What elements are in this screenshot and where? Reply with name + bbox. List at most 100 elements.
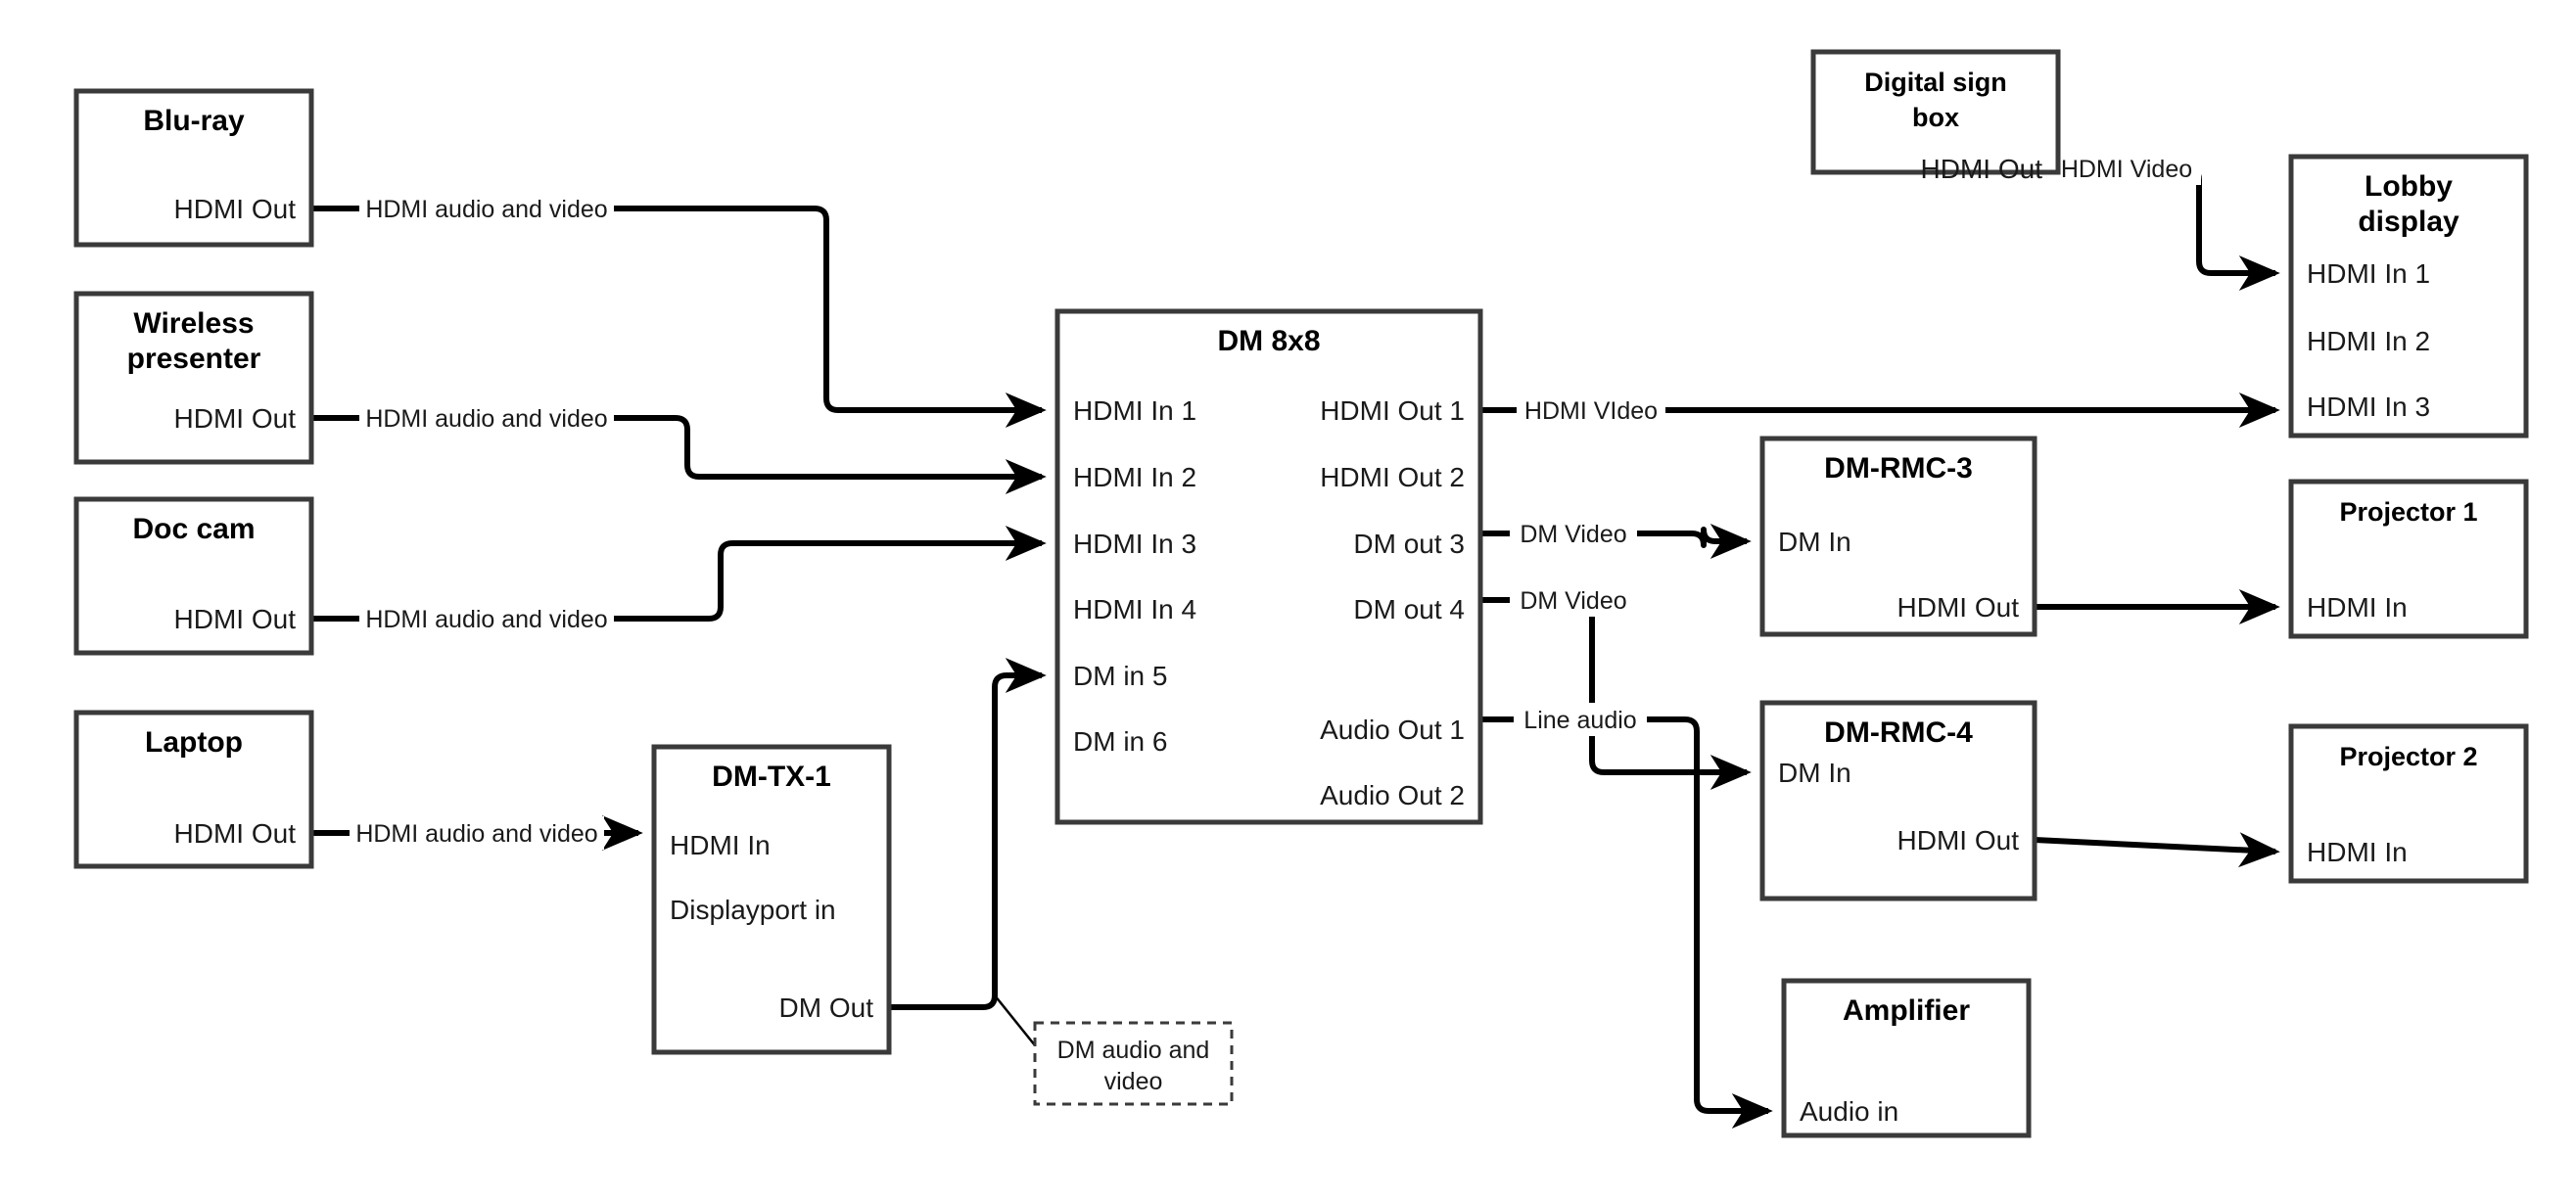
connection-line xyxy=(994,994,1036,1046)
port-label-hdmi-out[interactable]: HDMI Out xyxy=(174,403,297,434)
connection-line xyxy=(1480,716,1773,1129)
device-box[interactable] xyxy=(1759,436,2037,637)
port-label-hdmi-in-1[interactable]: HDMI In 1 xyxy=(2307,258,2430,289)
device-projector-2[interactable]: Projector 2 HDMI In xyxy=(2288,723,2529,884)
device-title: box xyxy=(1912,103,1959,132)
connection-label-backdrop xyxy=(359,401,614,435)
port-label-dm-out-4[interactable]: DM out 4 xyxy=(1353,594,1465,624)
device-box[interactable] xyxy=(73,88,314,248)
note-text-line: DM audio and xyxy=(1057,1037,1210,1064)
port-label-hdmi-out-2[interactable]: HDMI Out 2 xyxy=(1320,462,1465,492)
device-title: Amplifier xyxy=(1843,994,1970,1027)
connection-label-backdrop xyxy=(2052,152,2201,185)
port-label-dm-out[interactable]: DM Out xyxy=(779,993,874,1023)
connection-dm8x8-audio1-to-amp: Line audio xyxy=(1480,703,1773,1129)
device-title: DM-RMC-3 xyxy=(1824,452,1973,485)
connection-label-hdmi-video: HDMI Video xyxy=(2061,156,2192,183)
connection-line xyxy=(889,657,1047,1010)
device-box[interactable] xyxy=(2288,154,2529,439)
device-box[interactable] xyxy=(1781,978,2032,1138)
note-text-line: video xyxy=(1104,1068,1163,1095)
port-label-hdmi-in-2[interactable]: HDMI In 2 xyxy=(1073,462,1196,492)
connection-line xyxy=(311,525,1047,622)
connection-label-backdrop xyxy=(1517,393,1665,427)
port-label-hdmi-out[interactable]: HDMI Out xyxy=(1921,154,2043,184)
port-label-hdmi-out[interactable]: HDMI Out xyxy=(174,818,297,849)
port-label-hdmi-out-1[interactable]: HDMI Out 1 xyxy=(1320,395,1465,426)
device-box[interactable] xyxy=(651,744,892,1055)
port-label-hdmi-in-2[interactable]: HDMI In 2 xyxy=(2307,326,2430,356)
port-label-hdmi-out[interactable]: HDMI Out xyxy=(174,194,297,224)
device-box[interactable] xyxy=(2288,723,2529,884)
port-label-hdmi-in-3[interactable]: HDMI In 3 xyxy=(1073,529,1196,559)
port-label-audio-in[interactable]: Audio in xyxy=(1800,1096,1898,1127)
device-box[interactable] xyxy=(73,496,314,656)
device-title: DM-TX-1 xyxy=(712,761,831,793)
connection-dm-note-leader xyxy=(994,994,1036,1046)
device-box[interactable] xyxy=(73,291,314,465)
connection-rmc4-to-projector2 xyxy=(2034,832,2280,868)
port-label-dm-in[interactable]: DM In xyxy=(1778,758,1851,788)
connection-wireless-to-dm-in2: HDMI audio and video xyxy=(311,401,1047,494)
connection-sign-to-lobby-in1: HDMI Video xyxy=(2052,152,2280,291)
device-title: Lobby xyxy=(2365,170,2453,203)
port-label-audio-out-2[interactable]: Audio Out 2 xyxy=(1320,780,1465,810)
connection-line xyxy=(1480,523,1752,559)
connection-label-hdmi-audio-and-video: HDMI audio and video xyxy=(365,606,607,633)
connection-line xyxy=(311,415,1047,494)
connection-line xyxy=(2034,832,2280,868)
device-box[interactable] xyxy=(1054,308,1483,825)
connection-doccam-to-dm-in3: HDMI audio and video xyxy=(311,525,1047,635)
connection-label-backdrop xyxy=(1510,517,1637,550)
device-box[interactable] xyxy=(2288,479,2529,639)
device-box[interactable] xyxy=(73,710,314,869)
connection-label-hdmi-audio-and-video: HDMI audio and video xyxy=(355,820,597,848)
connection-label-backdrop xyxy=(359,192,614,225)
port-label-hdmi-out[interactable]: HDMI Out xyxy=(1897,825,2020,855)
device-dm-note[interactable]: DM audio and video xyxy=(1033,1021,1234,1106)
port-label-dm-in-5[interactable]: DM in 5 xyxy=(1073,661,1167,691)
device-box[interactable] xyxy=(1810,49,2061,175)
device-title: Laptop xyxy=(145,726,243,759)
port-label-hdmi-in-1[interactable]: HDMI In 1 xyxy=(1073,395,1196,426)
device-title: presenter xyxy=(127,343,261,375)
port-label-dm-in-6[interactable]: DM in 6 xyxy=(1073,726,1167,757)
device-title: Blu-ray xyxy=(143,105,245,137)
port-label-audio-out-1[interactable]: Audio Out 1 xyxy=(1320,715,1465,745)
device-dm-rmc-3[interactable]: DM-RMC-3 DM In HDMI Out xyxy=(1759,436,2037,637)
device-title: Projector 2 xyxy=(2339,742,2477,771)
port-label-hdmi-in[interactable]: HDMI In xyxy=(670,830,771,860)
connection-label-dm-video: DM Video xyxy=(1520,521,1626,548)
device-title: Doc cam xyxy=(132,513,255,545)
port-label-hdmi-in[interactable]: HDMI In xyxy=(2307,592,2408,623)
port-label-hdmi-in[interactable]: HDMI In xyxy=(2307,837,2408,867)
connection-bluray-to-dm-in1: HDMI audio and video xyxy=(311,192,1047,428)
port-label-displayport-in[interactable]: Displayport in xyxy=(670,895,836,925)
note-box[interactable] xyxy=(1033,1021,1234,1106)
port-label-dm-out-3[interactable]: DM out 3 xyxy=(1353,529,1465,559)
port-label-hdmi-out[interactable]: HDMI Out xyxy=(1897,592,2020,623)
connection-dm8x8-out4-to-rmc4: DM Video xyxy=(1480,583,1752,790)
port-label-hdmi-in-4[interactable]: HDMI In 4 xyxy=(1073,594,1196,624)
connection-label-dm-video: DM Video xyxy=(1520,587,1626,615)
connection-line xyxy=(1480,597,1752,790)
connection-label-backdrop xyxy=(350,816,604,850)
port-label-hdmi-in-3[interactable]: HDMI In 3 xyxy=(2307,392,2430,422)
device-box[interactable] xyxy=(1759,700,2037,901)
port-label-dm-in[interactable]: DM In xyxy=(1778,527,1851,557)
port-label-hdmi-out[interactable]: HDMI Out xyxy=(174,604,297,634)
connection-label-backdrop xyxy=(359,602,614,635)
